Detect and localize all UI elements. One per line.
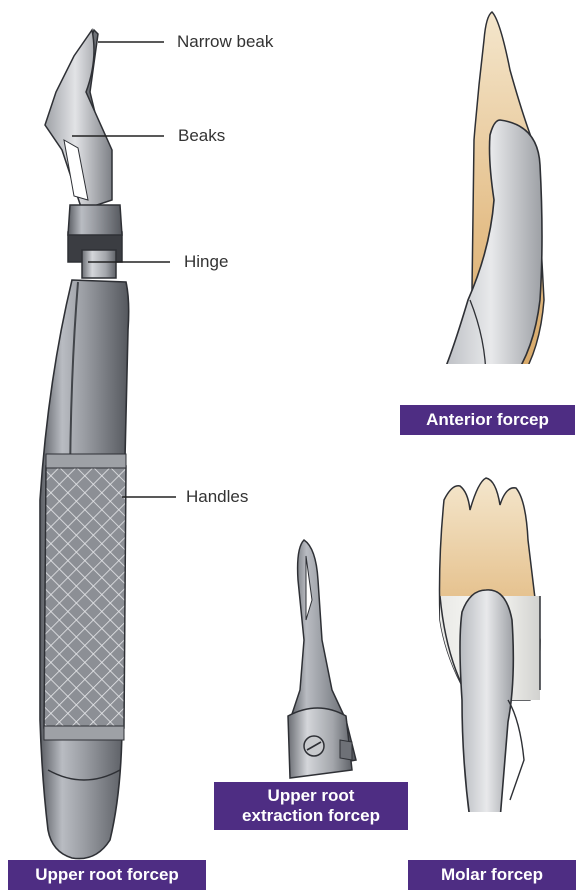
upper-root-extraction-forcep-caption: Upper root extraction forcep: [214, 782, 408, 830]
anterior-forcep-drawing: [436, 12, 556, 398]
narrow-beak-label: Narrow beak: [177, 32, 273, 52]
hinge-label: Hinge: [184, 252, 228, 272]
upper-root-extraction-forcep-drawing: [288, 540, 356, 778]
beaks-label: Beaks: [178, 126, 225, 146]
anterior-forcep-caption: Anterior forcep: [400, 405, 575, 435]
upper-root-forcep-caption-text: Upper root forcep: [35, 865, 179, 885]
molar-forcep-caption: Molar forcep: [408, 860, 576, 890]
upper-root-extraction-caption-line2: extraction forcep: [242, 806, 380, 826]
upper-root-extraction-caption-line1: Upper root: [268, 786, 355, 806]
upper-root-forcep-caption: Upper root forcep: [8, 860, 206, 890]
molar-forcep-caption-text: Molar forcep: [441, 865, 543, 885]
anterior-forcep-caption-text: Anterior forcep: [426, 410, 549, 430]
upper-root-forcep-drawing: [40, 30, 129, 859]
molar-forcep-drawing: [430, 478, 560, 852]
handles-label: Handles: [186, 487, 248, 507]
